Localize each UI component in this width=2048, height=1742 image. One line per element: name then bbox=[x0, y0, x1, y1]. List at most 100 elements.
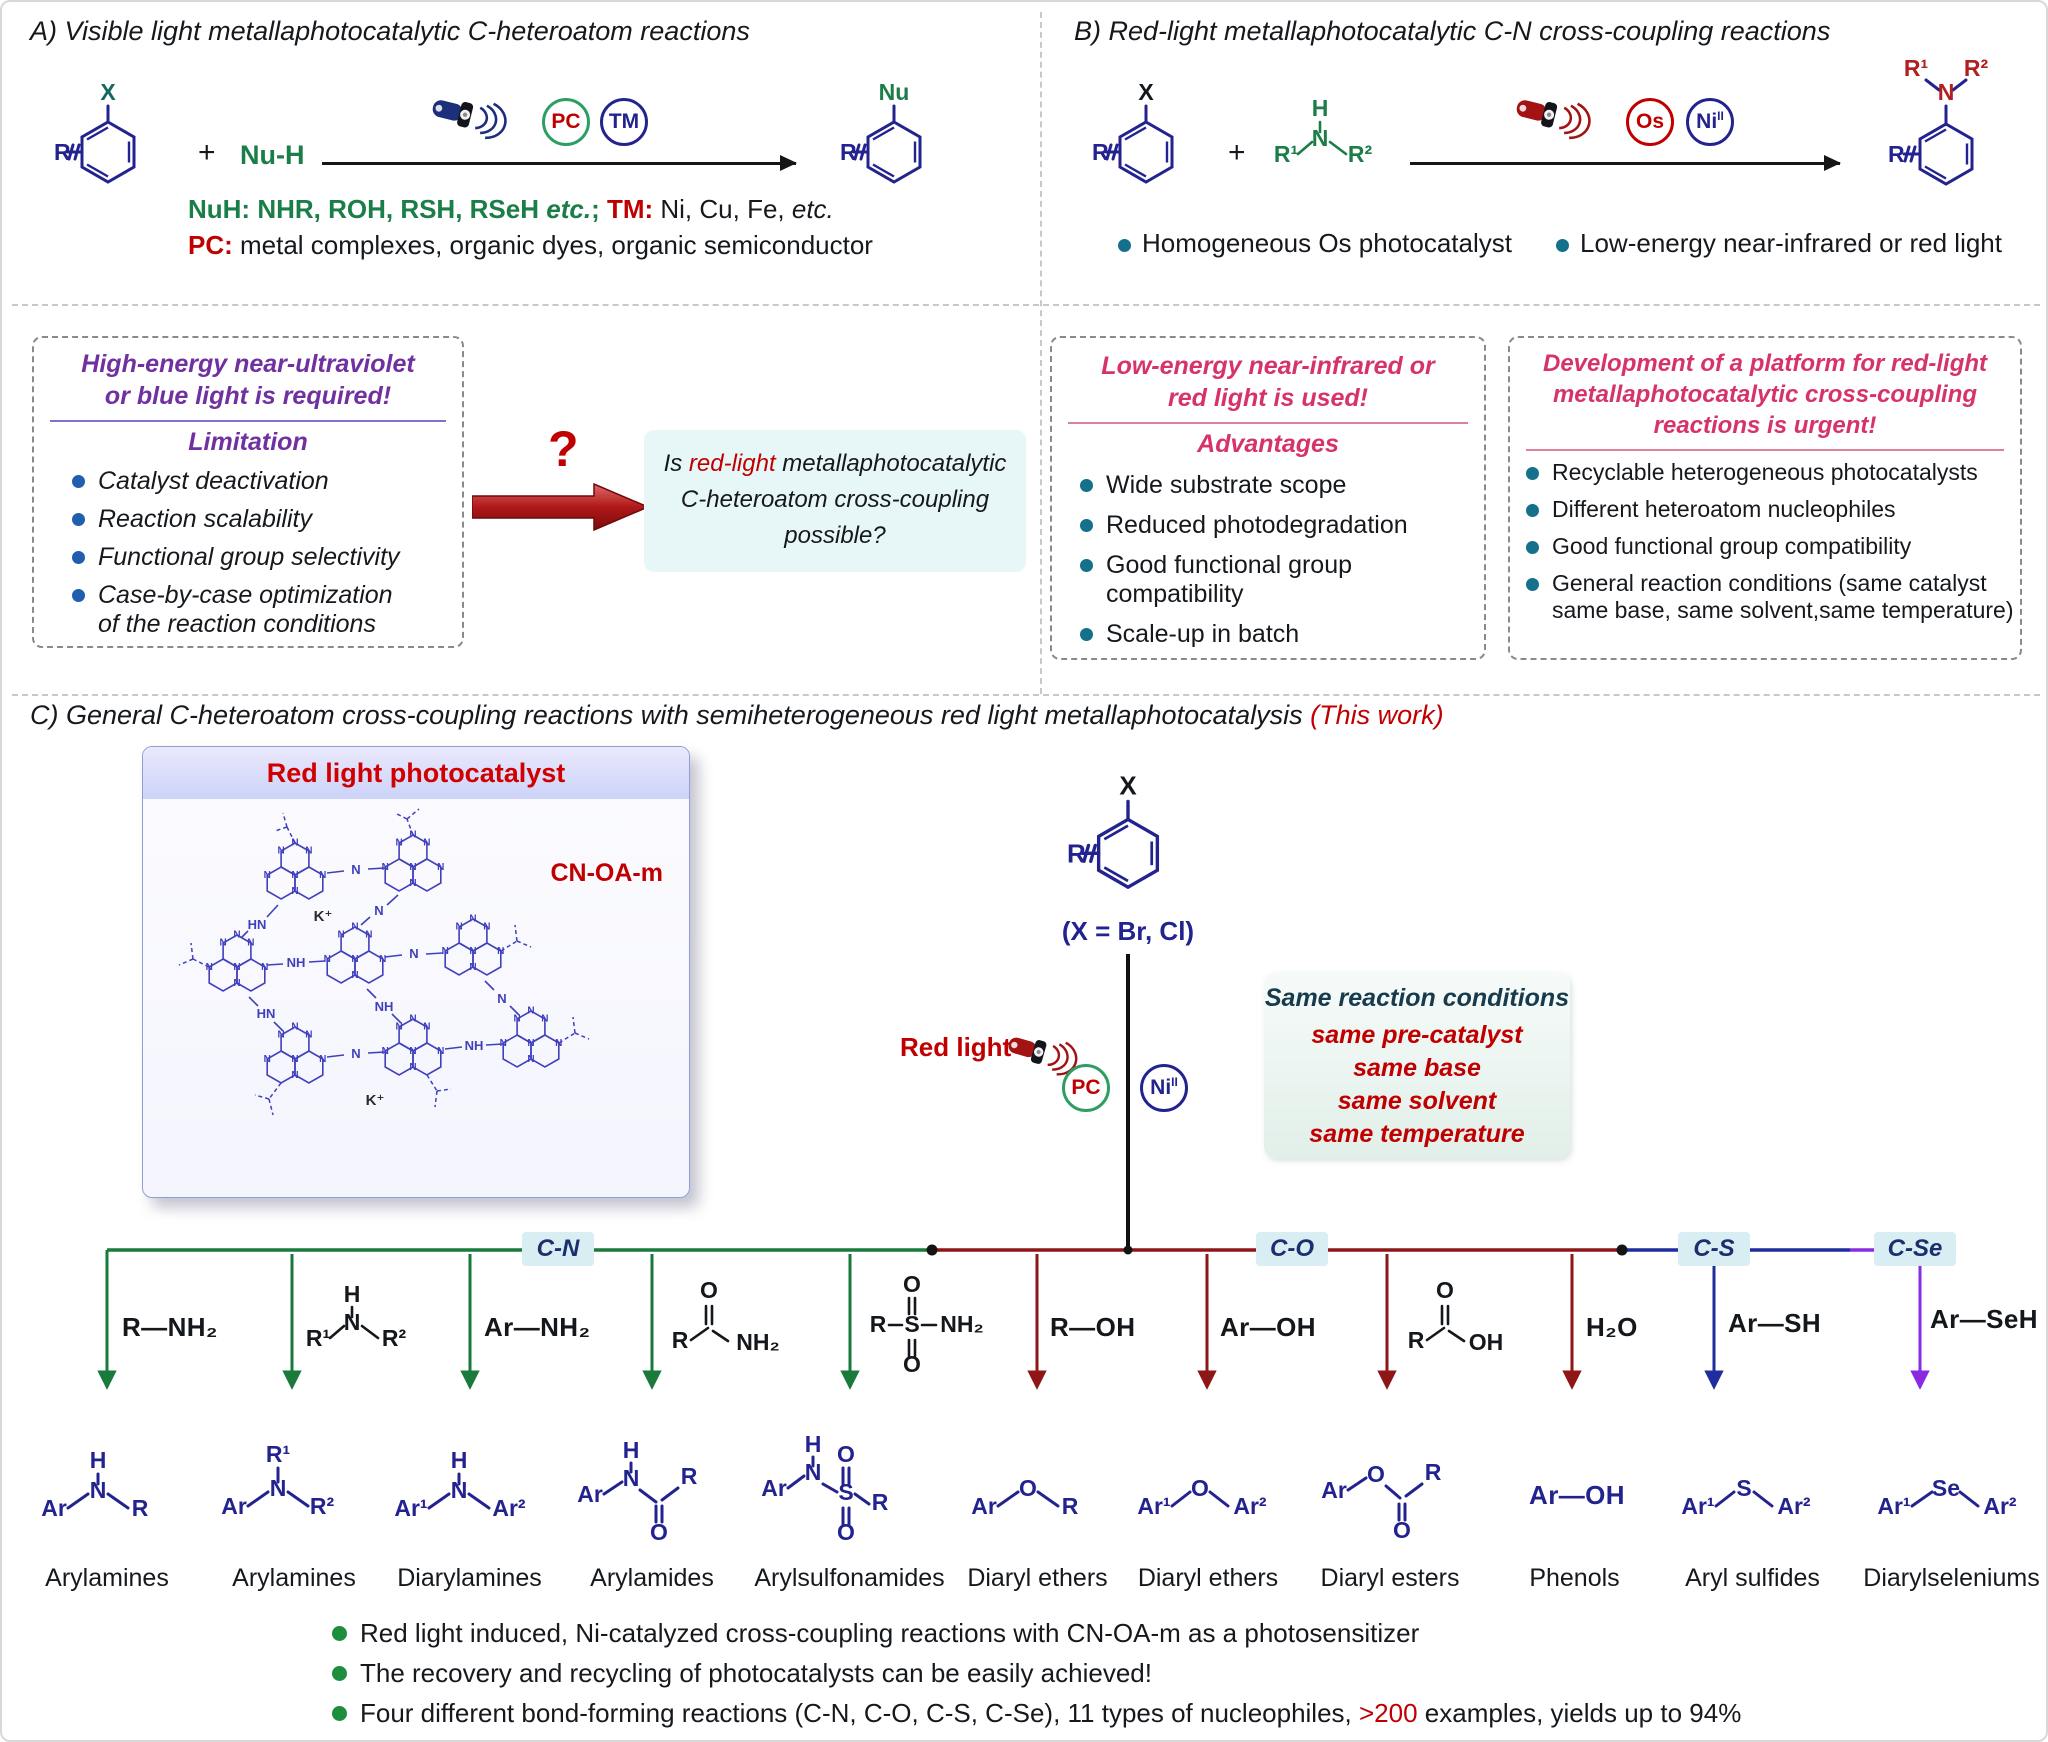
advantage-item: Wide substrate scope bbox=[1080, 471, 1484, 500]
product-name: Arylamides bbox=[590, 1564, 714, 1592]
nh2-label: NH₂ bbox=[736, 1329, 779, 1355]
platform-item: Recyclable heterogeneous photocatalysts bbox=[1526, 459, 2020, 486]
panel-c-title: C) General C-heteroatom cross-coupling r… bbox=[30, 700, 1444, 730]
same-conditions-box: Same reaction conditions same pre-cataly… bbox=[1264, 972, 1570, 1158]
question-line-2: C-heteroatom cross-coupling bbox=[680, 486, 990, 513]
r-group-label: R bbox=[1092, 139, 1109, 165]
ni-oxidation-state: II bbox=[1171, 1075, 1178, 1089]
n-atom-label: N bbox=[1938, 79, 1955, 105]
o-atom-label: O bbox=[1019, 1475, 1037, 1501]
bullet-dot bbox=[1080, 479, 1093, 492]
h-atom-label: H bbox=[1312, 96, 1329, 121]
o-atom-label: O bbox=[903, 1351, 921, 1377]
substrate-carboxylic-acid-structure: R O OH bbox=[1408, 1280, 1504, 1355]
n-atom-label: N bbox=[805, 1459, 822, 1485]
product-arylamine-structure-1: Ar N H R bbox=[41, 1450, 148, 1521]
summary-bullet-1: Red light induced, Ni-catalyzed cross-co… bbox=[360, 1618, 1420, 1648]
bridge-n-label: N bbox=[351, 1046, 360, 1061]
product-name: Aryl sulfides bbox=[1685, 1564, 1820, 1592]
nu-label: Nu bbox=[879, 79, 910, 105]
panel-separator-vertical bbox=[1040, 12, 1042, 694]
product-arylamine-structure-2: Ar N R¹ R² bbox=[221, 1441, 334, 1519]
limitation-header-line1: High-energy near-ultraviolet bbox=[81, 350, 415, 378]
ar-label: Ar bbox=[971, 1493, 997, 1519]
bond-chip-cse: C-Se bbox=[1874, 1232, 1956, 1266]
advantages-subheader: Advantages bbox=[1197, 430, 1339, 458]
ar1-label: Ar¹ bbox=[1137, 1493, 1170, 1519]
substrate-water: H₂O bbox=[1586, 1312, 1638, 1342]
bullet-dot bbox=[1118, 239, 1131, 252]
h-atom-label: H bbox=[805, 1432, 822, 1457]
substrate-amide-structure: R O NH₂ bbox=[672, 1280, 780, 1355]
product-diaryl-ester-structure: Ar O O R bbox=[1321, 1459, 1441, 1542]
ar-label: Ar bbox=[761, 1475, 787, 1501]
r1-label: R¹ bbox=[306, 1325, 330, 1351]
o-atom-label: O bbox=[1393, 1517, 1411, 1542]
platform-header-line2: metallaphotocatalytic cross-coupling bbox=[1552, 381, 1978, 408]
bullet-dot bbox=[1526, 541, 1539, 554]
bullet-dot bbox=[72, 475, 85, 488]
bullet-dot bbox=[1526, 504, 1539, 517]
n-atom-label: N bbox=[90, 1477, 107, 1503]
advantage-item: Reduced photodegradation bbox=[1080, 511, 1484, 540]
bullet-dot bbox=[72, 513, 85, 526]
product-diarylselenium-structure: Ar¹ Se Ar² bbox=[1877, 1475, 2017, 1519]
r1-label: R¹ bbox=[266, 1441, 290, 1467]
ar-label: Ar bbox=[577, 1481, 603, 1507]
bridge-n-label: N bbox=[409, 946, 418, 961]
substrate-selenol: Ar—SeH bbox=[1930, 1304, 2038, 1334]
panel-separator-horizontal-1 bbox=[12, 304, 2040, 306]
this-work-label: (This work) bbox=[1310, 700, 1444, 730]
divider bbox=[1526, 449, 2004, 451]
photocatalyst-badge-a: PC bbox=[542, 98, 590, 146]
potassium-ion-label: K⁺ bbox=[366, 1092, 385, 1109]
product-name: Diaryl ethers bbox=[1137, 1564, 1279, 1592]
bullet-dot bbox=[1526, 578, 1539, 591]
reaction-arrow-a bbox=[322, 155, 797, 171]
pc-label: PC bbox=[1071, 1076, 1101, 1099]
divider bbox=[1068, 422, 1468, 424]
arylamine-product-structure-b: R¹ R² N R bbox=[1888, 55, 1988, 186]
ni-oxidation-state: II bbox=[1717, 109, 1724, 123]
bullet-dot bbox=[1556, 239, 1569, 252]
o-atom-label: O bbox=[1436, 1280, 1454, 1303]
o-atom-label: O bbox=[1367, 1461, 1385, 1487]
question-line-1: Is red-light metallaphotocatalytic bbox=[663, 450, 1007, 477]
product-diaryl-ether-structure: Ar¹ O Ar² bbox=[1137, 1475, 1267, 1519]
bullet-dot bbox=[332, 1706, 347, 1721]
bridge-n-label: N bbox=[374, 903, 383, 918]
ar2-label: Ar² bbox=[1233, 1493, 1267, 1519]
r-group-label: R bbox=[840, 139, 857, 165]
bond-chip-cs: C-S bbox=[1678, 1232, 1750, 1266]
product-aryl-sulfide-structure: Ar¹ S Ar² bbox=[1681, 1475, 1811, 1519]
o-atom-label: O bbox=[1191, 1475, 1209, 1501]
s-atom-label: S bbox=[838, 1479, 853, 1505]
condition-item: same temperature bbox=[1309, 1120, 1525, 1148]
r-group-label: R bbox=[872, 1489, 889, 1515]
h-atom-label: H bbox=[344, 1286, 361, 1307]
bullet-dot bbox=[332, 1626, 347, 1641]
condition-item: same pre-catalyst bbox=[1311, 1021, 1523, 1049]
n-atom-label: N bbox=[1312, 125, 1329, 151]
ar2-label: Ar² bbox=[1983, 1493, 2017, 1519]
substrate-sulfonamide-structure: R S O O NH₂ bbox=[870, 1271, 984, 1377]
photocatalyst-box-header: Red light photocatalyst bbox=[143, 747, 689, 799]
examples-count: >200 bbox=[1359, 1698, 1418, 1728]
h-atom-label: H bbox=[90, 1450, 107, 1473]
substrate-aniline: Ar—NH₂ bbox=[484, 1312, 591, 1342]
panel-b-bullet-1: Homogeneous Os photocatalyst bbox=[1142, 228, 1512, 258]
n-atom-label: N bbox=[270, 1475, 287, 1501]
panel-a-notes-line1: NuH: NHR, ROH, RSH, RSeH etc.; TM: Ni, C… bbox=[188, 194, 834, 224]
r1-label: R¹ bbox=[1274, 141, 1298, 167]
limitation-subheader: Limitation bbox=[188, 428, 308, 456]
substrate-amine-primary: R—NH₂ bbox=[122, 1312, 218, 1342]
flashlight-icon-red-b bbox=[1511, 88, 1595, 143]
product-diarylamine-structure: Ar¹ N H Ar² bbox=[394, 1450, 526, 1521]
bullet-dot bbox=[332, 1666, 347, 1681]
advantage-item: Good functional group compatibility bbox=[1080, 551, 1484, 609]
s-atom-label: S bbox=[1736, 1475, 1751, 1501]
bullet-dot bbox=[72, 551, 85, 564]
ar-label: Ar bbox=[41, 1495, 67, 1521]
product-arylamide-structure: Ar N H O R bbox=[577, 1442, 697, 1545]
